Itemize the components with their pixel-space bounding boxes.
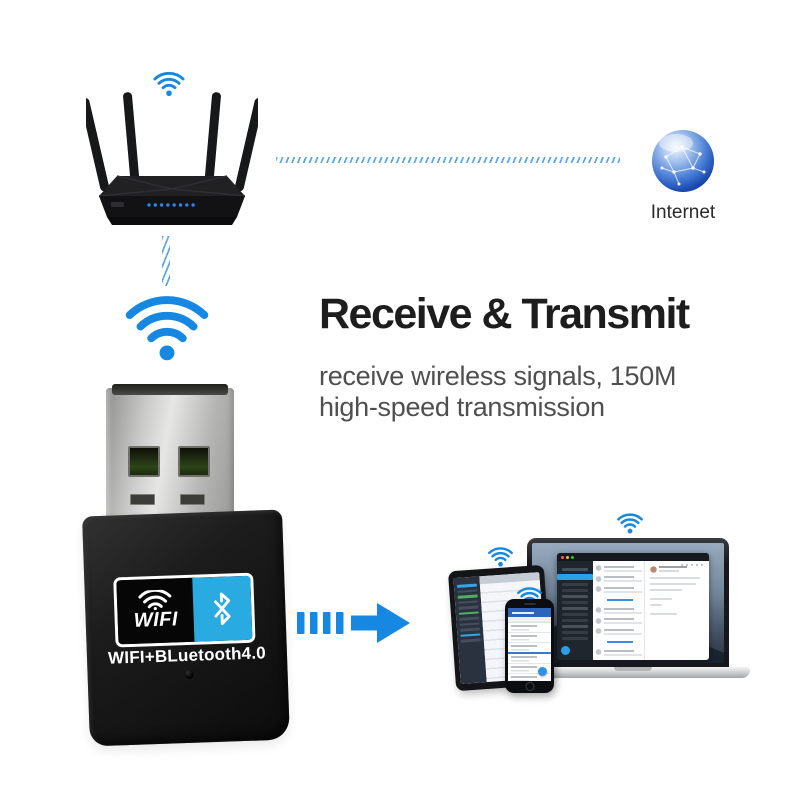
laptop-base	[516, 667, 750, 678]
hero-subtitle-line1: receive wireless signals, 150M	[319, 361, 677, 392]
usb-contact-hole	[128, 446, 160, 477]
minimize-icon	[566, 555, 569, 559]
window-titlebar	[557, 553, 709, 561]
mail-message-list	[593, 561, 645, 660]
laptop-lid-notch	[614, 667, 652, 671]
page-title: Receive & Transmit	[319, 290, 690, 338]
router-top-face	[99, 176, 245, 196]
avatar	[561, 646, 570, 655]
adapter-logo-badge: WIFI	[113, 572, 256, 648]
bluetooth-icon	[214, 592, 231, 626]
hero-subtitle: receive wireless signals, 150M high-spee…	[319, 361, 749, 423]
internet-globe-icon	[652, 130, 714, 192]
phone-app-toolbar	[508, 617, 551, 623]
adapter-led-hole	[184, 669, 194, 680]
phone-speaker	[523, 603, 536, 605]
arrow-right-icon	[297, 603, 410, 643]
router-logo	[111, 202, 124, 207]
router-front-face	[99, 196, 245, 217]
wifi-icon	[153, 71, 185, 97]
mail-reading-pane	[645, 561, 709, 660]
router-image	[86, 92, 258, 225]
router-led-strip	[147, 203, 195, 207]
bluetooth-badge	[192, 575, 253, 642]
wifi-badge: WIFI	[116, 577, 195, 645]
mail-app-window	[557, 553, 709, 660]
laptop-screen	[532, 543, 724, 663]
usb-slot	[180, 494, 205, 505]
zoom-icon	[571, 555, 574, 559]
close-icon	[561, 555, 564, 559]
hero-text-block: Receive & Transmit receive wireless sign…	[319, 290, 749, 423]
mail-sidebar	[557, 561, 593, 660]
wifi-icon	[488, 547, 513, 567]
usb-slot	[130, 494, 155, 505]
phone-screen	[508, 608, 551, 681]
wifi-arcs-icon	[138, 589, 172, 611]
phone-compose-button	[538, 667, 547, 676]
internet-label: Internet	[650, 202, 716, 223]
wifi-icon	[125, 296, 209, 361]
phone-home-button	[525, 682, 534, 691]
hero-subtitle-line2: high-speed transmission	[319, 392, 605, 423]
adapter-caption: WIFI+BLuetooth4.0	[107, 643, 267, 668]
usb-connector-image	[106, 384, 234, 516]
wifi-icon	[617, 513, 643, 534]
adapter-body-image: WIFI WIFI+BLuetooth4.0	[82, 509, 290, 747]
usb-connector-opening	[112, 384, 228, 395]
phone-image	[505, 599, 554, 693]
laptop-image	[527, 538, 729, 668]
wifi-badge-label: WIFI	[133, 608, 179, 632]
dotted-connection-line-vertical	[162, 236, 170, 286]
usb-contact-hole	[178, 446, 210, 477]
phone-app-header	[508, 608, 551, 617]
dotted-connection-line-horizontal	[276, 157, 620, 163]
